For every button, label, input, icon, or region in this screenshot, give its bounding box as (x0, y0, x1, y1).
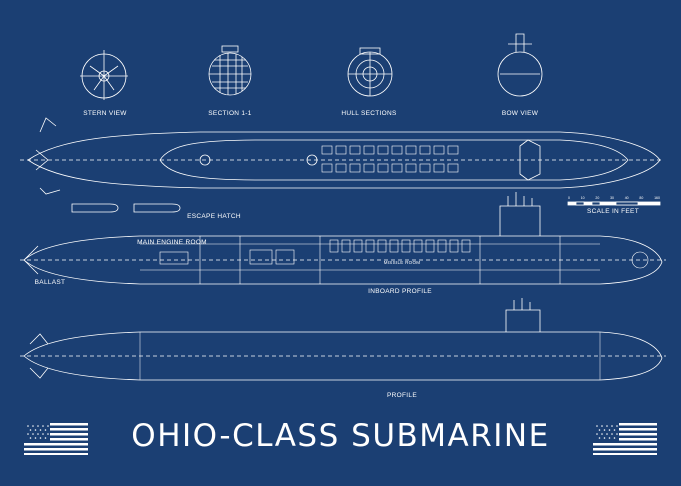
us-flag-icon (24, 423, 88, 455)
plan-view-drawing (20, 117, 664, 195)
scale-ticks: 0 10 20 30 40 80 160 (568, 196, 660, 200)
bow-view-drawing (497, 33, 543, 97)
scale-tick: 20 (595, 196, 600, 200)
profile-label: PROFILE (387, 392, 417, 399)
escape-hatch-label: ESCAPE HATCH (187, 213, 241, 220)
scale-label: SCALE IN FEET (587, 208, 639, 215)
profile-drawing (20, 298, 666, 381)
scale-bar (567, 201, 661, 206)
hull-sections-label: HULL SECTIONS (341, 110, 397, 117)
hull-sections-drawing (347, 47, 393, 97)
scale-tick: 160 (654, 196, 660, 200)
scale-tick: 80 (639, 196, 644, 200)
scale-tick: 40 (624, 196, 629, 200)
inboard-profile-label: INBOARD PROFILE (368, 288, 432, 295)
scale-tick: 0 (568, 196, 570, 200)
bow-view-label: BOW VIEW (501, 110, 539, 117)
escape-hatch-drawings (71, 203, 181, 213)
stern-view-label: STERN VIEW (83, 110, 127, 117)
scale-tick: 30 (610, 196, 614, 200)
us-flag-icon (593, 423, 657, 455)
missile-room-label: MISSILE ROOM (383, 260, 421, 265)
main-engine-room-label: MAIN ENGINE ROOM (137, 239, 207, 246)
stern-view-drawing (80, 50, 128, 100)
inboard-profile-drawing (20, 192, 666, 285)
ballast-label: BALLAST (34, 279, 66, 286)
poster-title: OHIO-CLASS SUBMARINE (131, 418, 550, 454)
section-label: SECTION 1-1 (208, 110, 252, 117)
scale-tick: 10 (580, 196, 585, 200)
section-drawing (208, 45, 252, 96)
